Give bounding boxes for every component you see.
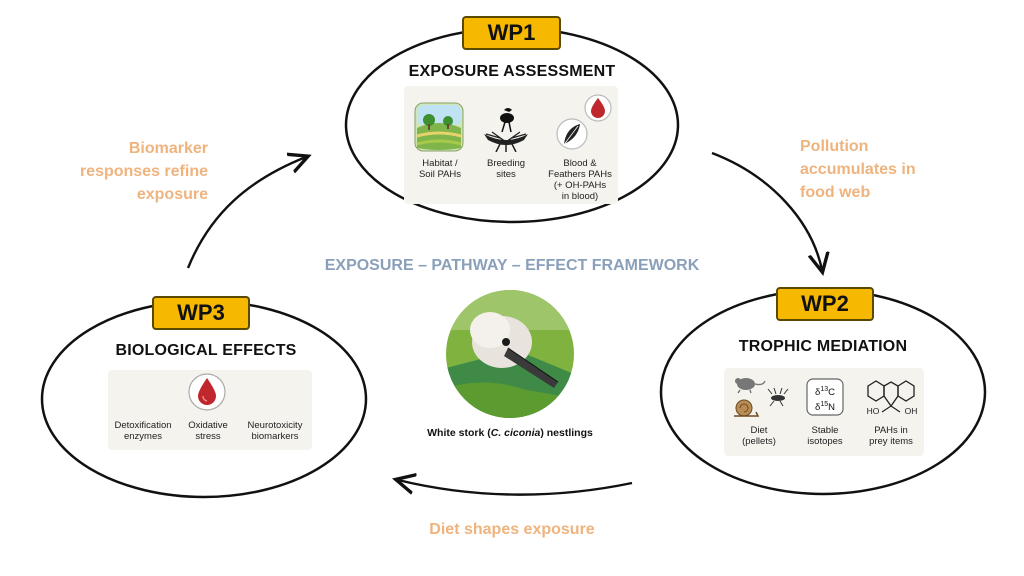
wp1-item1-caption: Habitat / Soil PAHs	[412, 158, 468, 180]
wp3-item2-caption: Oxidative stress	[178, 420, 238, 442]
caption-line: Stable	[811, 425, 839, 436]
arrow-label-top-left: Biomarker responses refine exposure	[60, 137, 208, 206]
stork-caption-suffix: ) nestlings	[540, 427, 593, 439]
isotope-icon: δ13C δ15N	[806, 378, 844, 421]
caption-line: Habitat /	[422, 158, 458, 169]
wp3-item1-caption: Detoxification enzymes	[108, 420, 178, 442]
wp1-title: EXPOSURE ASSESSMENT	[408, 63, 616, 80]
caption-line: Neurotoxicity	[247, 420, 303, 431]
caption-line: biomarkers	[251, 431, 299, 442]
arrow-label-line: accumulates in	[800, 161, 916, 178]
caption-line: (+ OH-PAHs	[553, 180, 607, 191]
isotope-c13-label: δ13C	[815, 386, 835, 399]
nest-icon	[480, 104, 532, 157]
stork-species: C. ciconia	[490, 427, 541, 439]
arrow-label-line: responses refine	[79, 163, 208, 180]
blood-feather-icon	[554, 92, 614, 161]
oh-left-label: HO	[866, 406, 880, 416]
stork-caption-prefix: White stork (	[427, 427, 491, 439]
caption-line: PAHs in	[874, 425, 908, 436]
arrow-wp3-to-wp1	[186, 157, 306, 269]
wp1-item3-caption: Blood & Feathers PAHs (+ OH-PAHs in bloo…	[540, 158, 620, 202]
arrow-label-top-right: Pollution accumulates in food web	[800, 135, 980, 204]
arrow-label-line: Pollution	[800, 138, 869, 155]
caption-line: Oxidative	[188, 420, 228, 431]
caption-line: enzymes	[123, 431, 162, 442]
arrow-label-bottom: Diet shapes exposure	[429, 521, 595, 538]
field-icon	[414, 102, 464, 157]
caption-line: in blood)	[561, 191, 599, 202]
caption-line: Breeding	[486, 158, 526, 169]
arrow-wp2-to-wp3	[398, 480, 633, 496]
wp1-badge: WP1	[462, 16, 561, 50]
arrow-label-line: food web	[800, 184, 871, 201]
wp2-item1-caption: Diet (pellets)	[734, 425, 784, 447]
prey-animals-icon	[730, 372, 796, 425]
caption-line: (pellets)	[742, 436, 776, 447]
caption-line: prey items	[869, 436, 913, 447]
wp3-item3-caption: Neurotoxicity biomarkers	[240, 420, 310, 442]
wp2-item3-caption: PAHs in prey items	[862, 425, 920, 447]
blood-drop-icon	[187, 372, 227, 417]
caption-line: Soil PAHs	[418, 169, 462, 180]
isotope-n15-label: δ15N	[815, 401, 835, 414]
arrow-label-line: exposure	[136, 186, 208, 203]
caption-line: isotopes	[807, 436, 843, 447]
framework-title: EXPOSURE – PATHWAY – EFFECT FRAMEWORK	[324, 257, 700, 274]
stork-nestling-photo	[446, 290, 574, 418]
caption-line: Detoxification	[114, 420, 172, 431]
pah-molecule-icon: HO OH	[860, 372, 922, 425]
wp3-title: BIOLOGICAL EFFECTS	[115, 342, 297, 359]
wp1-item2-caption: Breeding sites	[478, 158, 534, 180]
wp2-title: TROPHIC MEDIATION	[738, 338, 908, 355]
wp3-badge: WP3	[152, 296, 250, 330]
caption-line: Diet	[750, 425, 768, 436]
wp2-item2-caption: Stable isotopes	[800, 425, 850, 447]
caption-line: Blood &	[563, 158, 597, 169]
wp2-badge: WP2	[776, 287, 874, 321]
arrow-label-line: Biomarker	[128, 140, 208, 157]
oh-right-label: OH	[904, 406, 918, 416]
stork-caption: White stork (C. ciconia) nestlings	[400, 427, 620, 439]
caption-line: Feathers PAHs	[548, 169, 612, 180]
arrow-wp1-to-wp2	[711, 151, 822, 270]
caption-line: sites	[496, 169, 516, 180]
caption-line: stress	[195, 431, 221, 442]
